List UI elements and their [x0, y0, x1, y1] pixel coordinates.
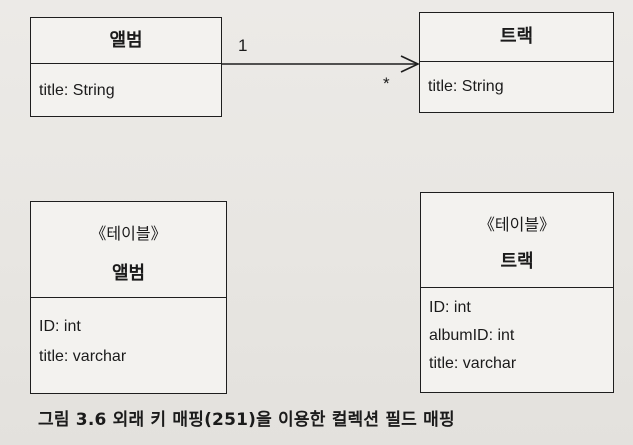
- album-class-attributes: title: String: [31, 63, 221, 116]
- album-table-stereotype: 《테이블》: [90, 224, 167, 243]
- track-class-box: 트랙 title: String: [419, 12, 614, 113]
- album-table-name: 앨범: [111, 263, 146, 284]
- track-table-column-id: ID: int: [429, 299, 471, 316]
- target-multiplicity-label: *: [383, 74, 390, 93]
- track-table-box: 《테이블》 트랙 ID: int albumID: int title: var…: [420, 192, 614, 393]
- track-table-columns: ID: int albumID: int title: varchar: [421, 287, 613, 392]
- track-class-name: 트랙: [499, 26, 534, 47]
- album-class-box: 앨범 title: String: [30, 17, 222, 117]
- album-class-name: 앨범: [109, 30, 143, 51]
- source-multiplicity-label: 1: [238, 36, 248, 55]
- track-table-name: 트랙: [500, 251, 534, 272]
- track-table-column-title: title: varchar: [429, 355, 517, 372]
- track-class-attribute-title: title: String: [428, 78, 504, 95]
- association-arrowhead: [400, 55, 420, 73]
- album-table-box: 《테이블》 앨범 ID: int title: varchar: [30, 201, 227, 394]
- album-table-column-id: ID: int: [39, 318, 81, 335]
- track-table-stereotype: 《테이블》: [478, 215, 556, 234]
- figure-caption: 그림 3.6 외래 키 매핑(251)을 이용한 컬렉션 필드 매핑: [38, 410, 455, 430]
- album-table-header: 《테이블》 앨범: [31, 202, 226, 297]
- album-class-attribute-title: title: String: [39, 82, 115, 99]
- album-table-columns: ID: int title: varchar: [31, 297, 226, 393]
- track-table-column-albumid: albumID: int: [429, 327, 515, 344]
- track-class-attributes: title: String: [420, 61, 613, 112]
- album-table-column-title: title: varchar: [39, 348, 127, 365]
- track-table-header: 《테이블》 트랙: [421, 193, 613, 287]
